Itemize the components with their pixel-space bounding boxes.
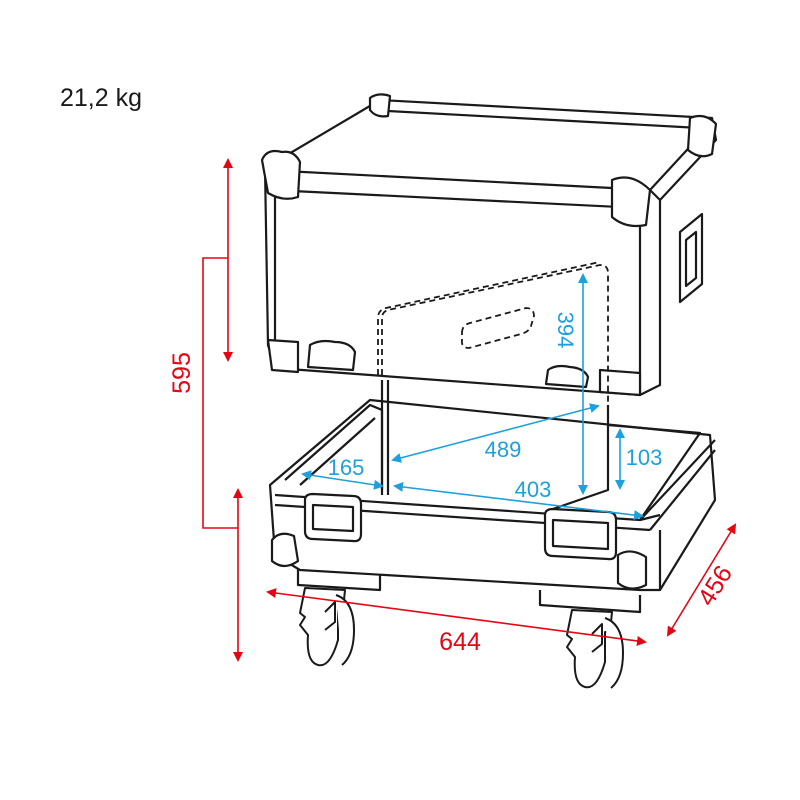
depth-arrow bbox=[666, 523, 737, 637]
weight-label: 21,2 kg bbox=[60, 84, 143, 112]
large-compartment-arrow bbox=[393, 482, 644, 520]
total-height-bracket bbox=[202, 257, 238, 529]
internal-height-label: 394 bbox=[553, 312, 578, 349]
internal-dimensions bbox=[301, 273, 644, 520]
depth-label: 456 bbox=[692, 561, 738, 611]
lower-depth-label: 103 bbox=[626, 445, 663, 470]
case-lid bbox=[260, 93, 718, 397]
divider-panel bbox=[377, 261, 609, 405]
large-compartment-label: 403 bbox=[515, 477, 552, 502]
case-base bbox=[268, 380, 717, 614]
width-label: 644 bbox=[439, 628, 481, 656]
width-arrow bbox=[266, 588, 647, 646]
height-label: 595 bbox=[168, 352, 196, 394]
diagonal-label: 489 bbox=[485, 437, 522, 462]
small-compartment-arrow bbox=[301, 470, 384, 490]
diagonal-arrow bbox=[391, 403, 600, 463]
small-compartment-label: 165 bbox=[328, 455, 365, 480]
external-dimensions bbox=[202, 158, 737, 662]
